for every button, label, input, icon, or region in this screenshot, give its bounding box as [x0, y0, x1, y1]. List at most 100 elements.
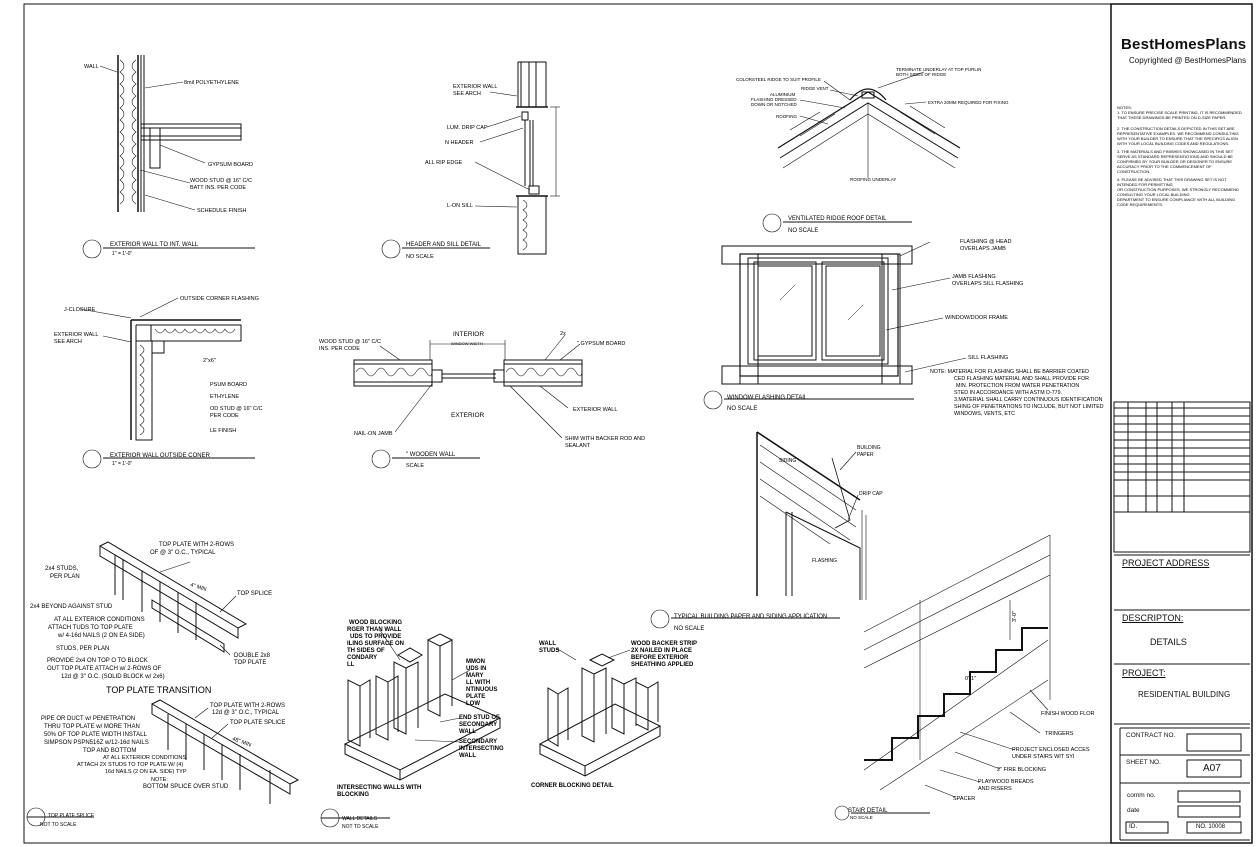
detail-title-outside-corner: EXTERIOR WALL OUTSIDE CONER	[110, 453, 211, 459]
wd-label-9: MARY	[466, 673, 483, 679]
label-stair-treads: PLAYWOOD BREADS	[978, 779, 1034, 785]
note-line: CONSTRUCTION.	[1117, 169, 1150, 174]
wd-label-11: NTINUOUS	[466, 687, 497, 693]
detail-wooden-wall	[353, 334, 583, 469]
label-oc-2x6: 2"x6"	[203, 358, 216, 364]
project-address-label: PROJECT ADDRESS	[1122, 558, 1210, 568]
date-label: date	[1127, 807, 1140, 814]
tp2-label-5: 50% OF TOP PLATE WIDTH INSTALL	[44, 732, 147, 738]
label-ww-stud: WOOD STUD @ 16" C/C	[319, 339, 381, 345]
tp-label-0: TOP PLATE WITH 2-ROWS	[159, 542, 234, 548]
label-siding: SIDING	[779, 458, 796, 464]
wd-label-14: END STUD OF	[459, 715, 500, 721]
notes-block: NOTES: 1. TO ENSURE PRECISE SCALE PRINTI…	[1117, 105, 1242, 207]
detail-window-flashing	[703, 241, 967, 410]
title-block-border	[1110, 3, 1253, 844]
project-label: PROJECT:	[1122, 668, 1166, 678]
detail-title-window-flashing: WINDOW FLASHING DETAIL	[727, 395, 808, 401]
detail-title-header-sill: HEADER AND SILL DETAIL	[406, 242, 482, 248]
id-label: ID.	[1129, 823, 1138, 830]
sheet-no-value: A07	[1203, 763, 1221, 774]
tp-label-4: 4" MIN	[189, 582, 207, 593]
label-ridge-roofing: ROOFING	[776, 114, 797, 119]
note-line: SERVE AS STANDARD REPRESENTATIONS AND SH…	[1117, 154, 1233, 159]
label-oc-finish: LE FINISH	[210, 428, 236, 434]
label-ww-2x: 2x	[560, 331, 566, 337]
wd-label-0: WOOD BLOCKING	[349, 620, 402, 626]
note-line: INTENDED FOR PERMITTING	[1117, 182, 1173, 187]
wd-sub-0: INTERSECTING WALLS WITH	[337, 785, 421, 791]
note-line: CODE REQUIREMENTS.	[1117, 202, 1163, 207]
brand-name: BestHomesPlans	[1121, 36, 1247, 53]
copyright-text: Copyrighted @ BestHomesPlans	[1129, 56, 1247, 65]
label-drip: DRIP CAP	[859, 491, 883, 497]
detail-title-wall-details: WALL DETAILS	[342, 816, 378, 822]
no-box	[1186, 821, 1242, 834]
wd-label-3: ILING SURFACE ON	[347, 641, 404, 647]
label-wall: WALL	[84, 64, 99, 70]
tp-label-3: PER PLAN	[50, 574, 80, 580]
wd-sub-1: BLOCKING	[337, 792, 369, 798]
label-wf-jamb: JAMB FLASHING	[952, 274, 996, 280]
label-paper: PAPER	[857, 452, 874, 458]
sheet-no-label: SHEET NO.	[1126, 759, 1161, 766]
label-corner-flashing: OUTSIDE CORNER FLASHING	[180, 296, 259, 302]
wd-label-16: WALL	[459, 729, 476, 735]
label-stair-under: UNDER STAIRS WIT SYI	[1012, 754, 1075, 760]
label-ww-ext-wall: EXTERIOR WALL	[573, 407, 617, 413]
detail-title-top-plate: TOP PLATE SPLICE	[48, 813, 95, 819]
tp-heading: TOP PLATE TRANSITION	[106, 685, 211, 695]
tp2-label-1: 12d @ 3" O.C., TYPICAL	[212, 710, 280, 716]
label-oc-code: PER CODE	[210, 413, 239, 419]
detail-ridge	[762, 71, 961, 233]
label-ridge-extra: EXTRA 20MM REQUIRED FOR FIXING	[928, 100, 1009, 105]
detail-scale-outside-corner: 1" = 1'-0"	[112, 461, 132, 467]
label-ww-window-width: WINDOW WIDTH	[451, 341, 483, 346]
tp-label-13: PROVIDE 2x4 ON TOP O TO BLOCK	[47, 658, 148, 664]
tp2-label-4: THRU TOP PLATE w/ MORE THAN	[44, 724, 140, 730]
label-wf-overlaps-sill: OVERLAPS SILL FLASHING	[952, 281, 1023, 287]
tp2-label-9: AT ALL EXTERIOR CONDITIONS	[103, 755, 186, 761]
comm-no-box	[1177, 790, 1241, 803]
label-stair-spacer: SPACER	[953, 796, 975, 802]
detail-scale-ridge: NO SCALE	[788, 228, 818, 234]
detail-scale-top-plate: NOT TO SCALE	[40, 822, 77, 828]
note-line: DEPARTMENT TO ENSURE COMPLIANCE WITH ALL…	[1117, 197, 1235, 202]
wd-label-5: CONDARY	[347, 655, 377, 661]
label-jclosure: J-CLOSURE	[64, 307, 96, 313]
label-ridge-flashing: FLASHING DRESSED	[751, 97, 797, 102]
label-ww-jamb: NAIL-ON JAMB	[354, 431, 393, 437]
label-stair-floor: FINISH WOOD FLOR	[1041, 711, 1095, 717]
detail-scale-stair: NO SCALE	[850, 815, 873, 820]
tp2-label-3: PIPE OR DUCT w/ PENETRATION	[41, 716, 135, 722]
detail-header-sill	[381, 61, 560, 259]
detail-scale-wall-details: NOT TO SCALE	[342, 824, 379, 830]
label-ww-exterior: EXTERIOR	[451, 412, 485, 419]
detail-scale-header-sill: NO SCALE	[406, 254, 434, 260]
cb-title: CORNER BLOCKING DETAIL	[531, 783, 614, 789]
wd-label-19: WALL	[459, 753, 476, 759]
detail-title-wooden-wall: " WOODEN WALL	[406, 452, 456, 458]
detail-wall-blocking	[320, 629, 662, 828]
label-ww-shim: SHIM WITH BACKER ROD AND	[565, 436, 645, 442]
detail-title-siding: TYPICAL BUILDING PAPER AND SIDING APPLIC…	[674, 614, 827, 620]
label-see-arch: SEE ARCH	[453, 91, 481, 97]
wf-note-3: STED IN ACCORDANCE WITH ASTM D-779.	[954, 390, 1062, 396]
label-stair-enclosed: PROJECT ENCLOSED ACCES	[1012, 747, 1090, 753]
label-batt: BATT INS. PER CODE	[190, 185, 246, 191]
tp-label-15: 12d @ 3" O.C. (SOLID BLOCK w/ 2x6)	[61, 674, 165, 680]
label-stair-stringers: TRINGERS	[1045, 731, 1074, 737]
label-building: BUILDING	[857, 445, 881, 451]
wd-label-7: MMON	[466, 659, 485, 665]
label-ridge-colorsteel: COLORSTEEL RIDGE TO SUIT PROFILE	[736, 77, 821, 82]
label-sill: L-ON SILL	[447, 203, 473, 209]
label-header: N HEADER	[445, 140, 473, 146]
wf-note-0: NOTE: MATERIAL FOR FLASHING SHALL BE BAR…	[930, 369, 1089, 375]
tp-label-12: TOP PLATE	[234, 660, 266, 666]
label-drip-cap: LUM. DRIP CAP	[447, 125, 488, 131]
label-ww-gypsum: " GYPSUM BOARD	[577, 341, 625, 347]
label-ww-sealant: SEALANT	[565, 443, 591, 449]
label-ridge-aluminium: ALUMINIUM	[770, 92, 796, 97]
note-line: WITH YOUR LOCAL BUILDING CODES AND REGUL…	[1117, 141, 1229, 146]
sheet-no-box	[1186, 759, 1242, 778]
